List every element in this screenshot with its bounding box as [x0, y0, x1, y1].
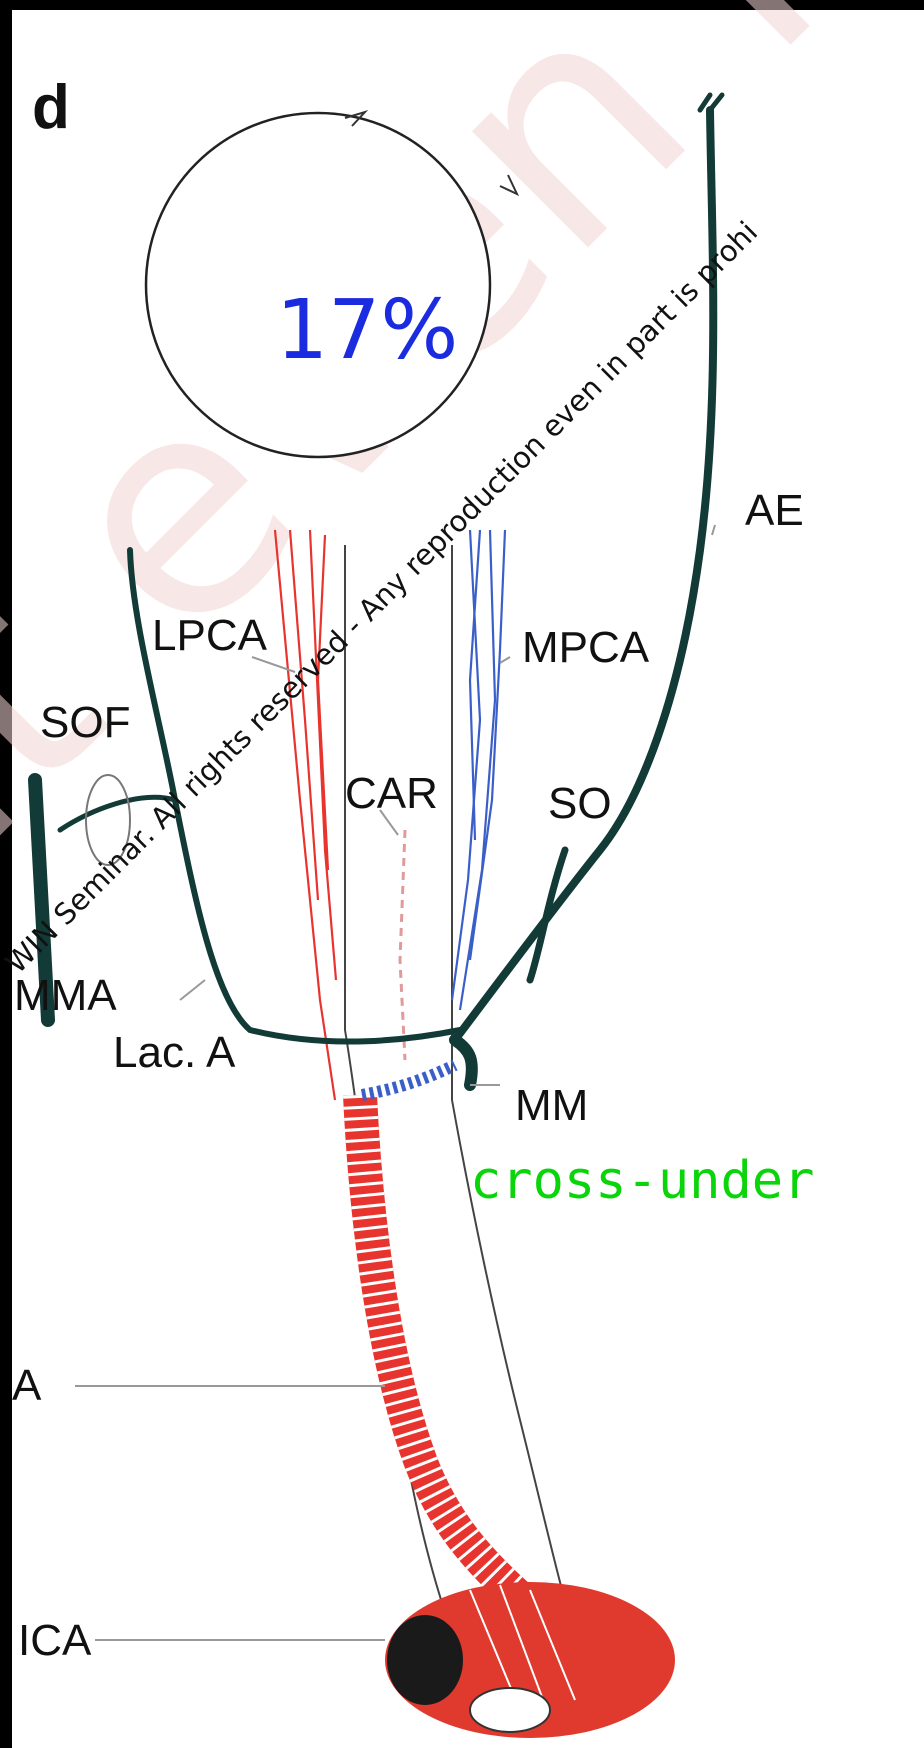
label-a: A: [12, 1361, 42, 1410]
label-ica: ICA: [18, 1616, 92, 1665]
label-mma: MMA: [14, 971, 117, 1020]
label-car: CAR: [345, 769, 438, 818]
percentage-label: 17%: [276, 283, 458, 378]
label-so: SO: [548, 779, 612, 828]
label-mpca: MPCA: [522, 623, 650, 672]
label-lpca: LPCA: [152, 611, 268, 660]
label-sof: SOF: [40, 698, 130, 747]
annotation-cross-under: cross-under: [470, 1151, 814, 1211]
label-mm: MM: [515, 1081, 588, 1130]
label-lac-a: Lac. A: [113, 1028, 236, 1077]
panel-letter: d: [32, 73, 70, 142]
label-ae: AE: [745, 486, 804, 535]
ica-cross-section: [385, 1582, 675, 1738]
